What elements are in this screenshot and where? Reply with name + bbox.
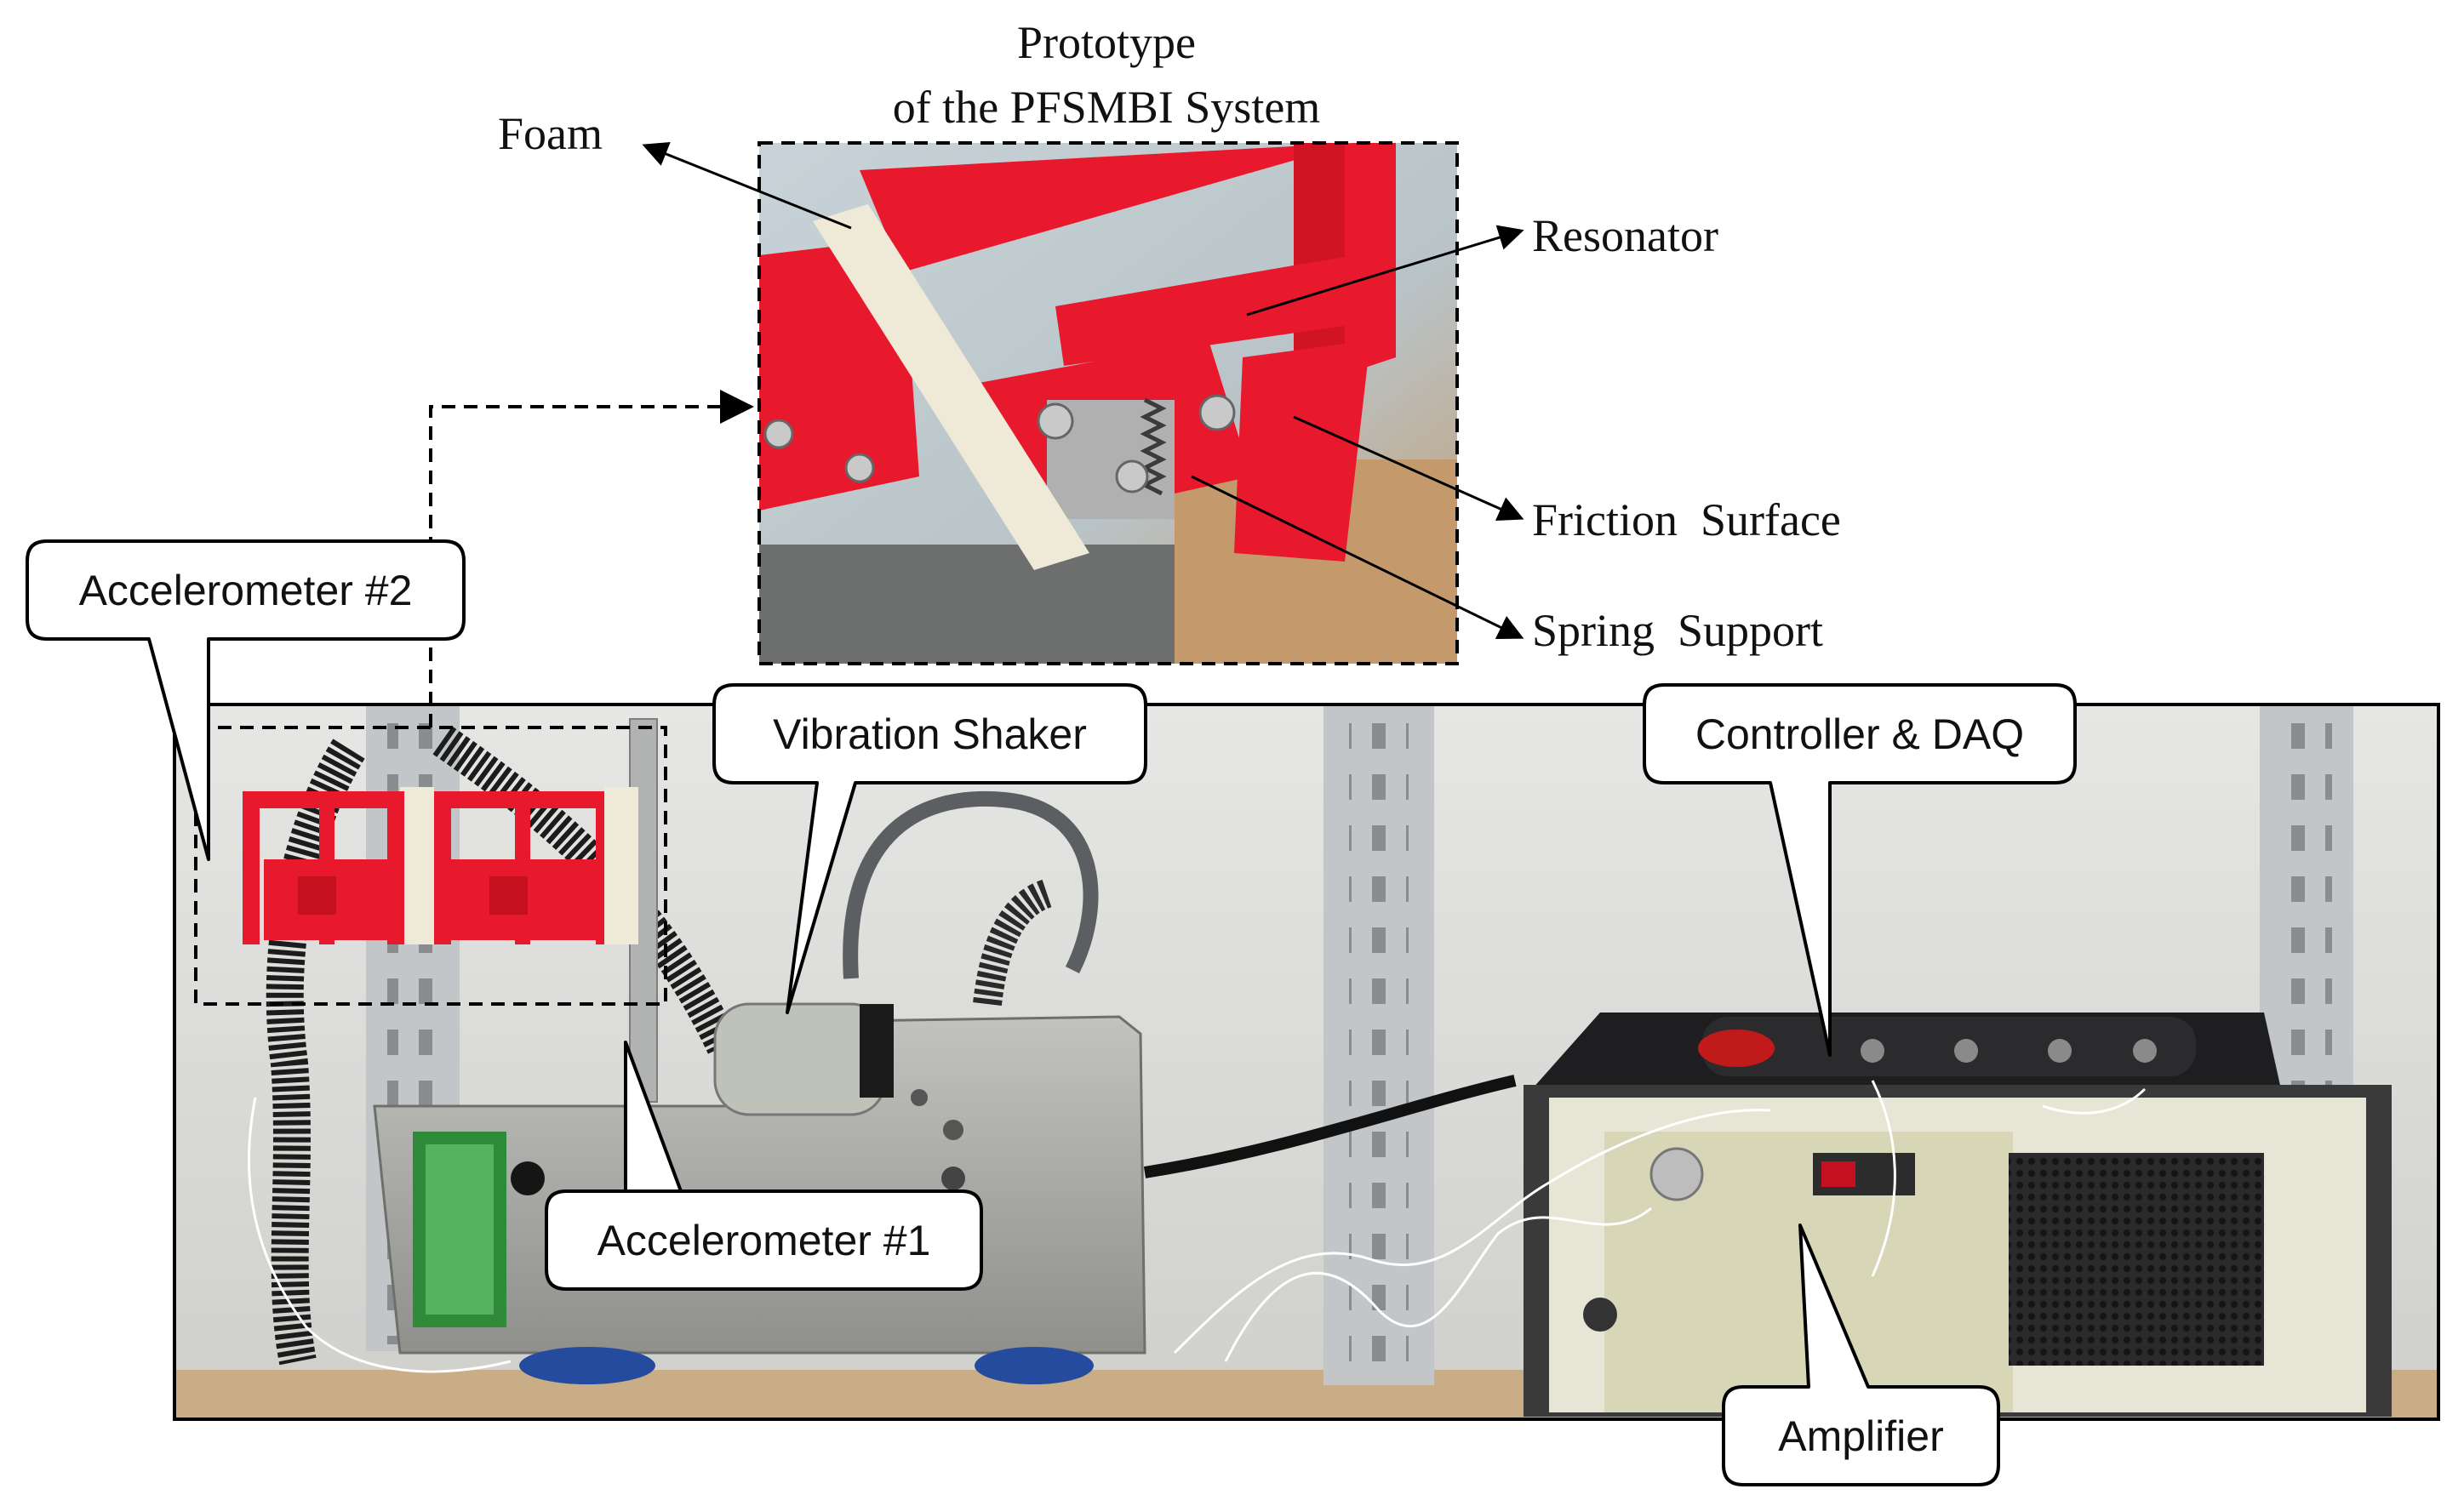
lab-photo xyxy=(173,703,2440,1421)
dashed-connector xyxy=(194,390,754,1006)
title-line-2: of the PFSMBI System xyxy=(892,82,1321,133)
label-spring-support: Spring Support xyxy=(1532,605,1824,656)
label-resonator: Resonator xyxy=(1532,210,1718,261)
callout-accelerometer-2-label: Accelerometer #2 xyxy=(78,566,413,614)
callout-controller-daq-label: Controller & DAQ xyxy=(1695,710,2025,758)
callout-accelerometer-2-shape xyxy=(26,539,466,861)
callout-amplifier-label: Amplifier xyxy=(1778,1412,1944,1460)
title-line-1: Prototype xyxy=(1017,17,1196,68)
prototype-inset-photo xyxy=(757,141,1459,665)
controller-daq-device xyxy=(1532,1013,2281,1089)
label-friction-surface: Friction Surface xyxy=(1532,494,1841,545)
figure-title: Prototype of the PFSMBI System xyxy=(843,10,1370,140)
callout-accelerometer-1-label: Accelerometer #1 xyxy=(597,1216,931,1264)
callout-vibration-shaker-label: Vibration Shaker xyxy=(773,710,1087,758)
callout-amplifier-shape xyxy=(1722,1224,2000,1486)
inset-leader-lines xyxy=(642,141,1524,639)
callout-vibration-shaker-shape xyxy=(712,683,1147,1014)
amplifier-device xyxy=(1524,1085,2392,1417)
callout-shapes xyxy=(26,539,2077,1486)
label-foam: Foam xyxy=(498,108,603,159)
callout-accelerometer-1-shape xyxy=(545,1041,983,1291)
callout-controller-daq-shape xyxy=(1643,683,2077,1057)
pfsmbi-prototype-mounted xyxy=(243,787,638,944)
